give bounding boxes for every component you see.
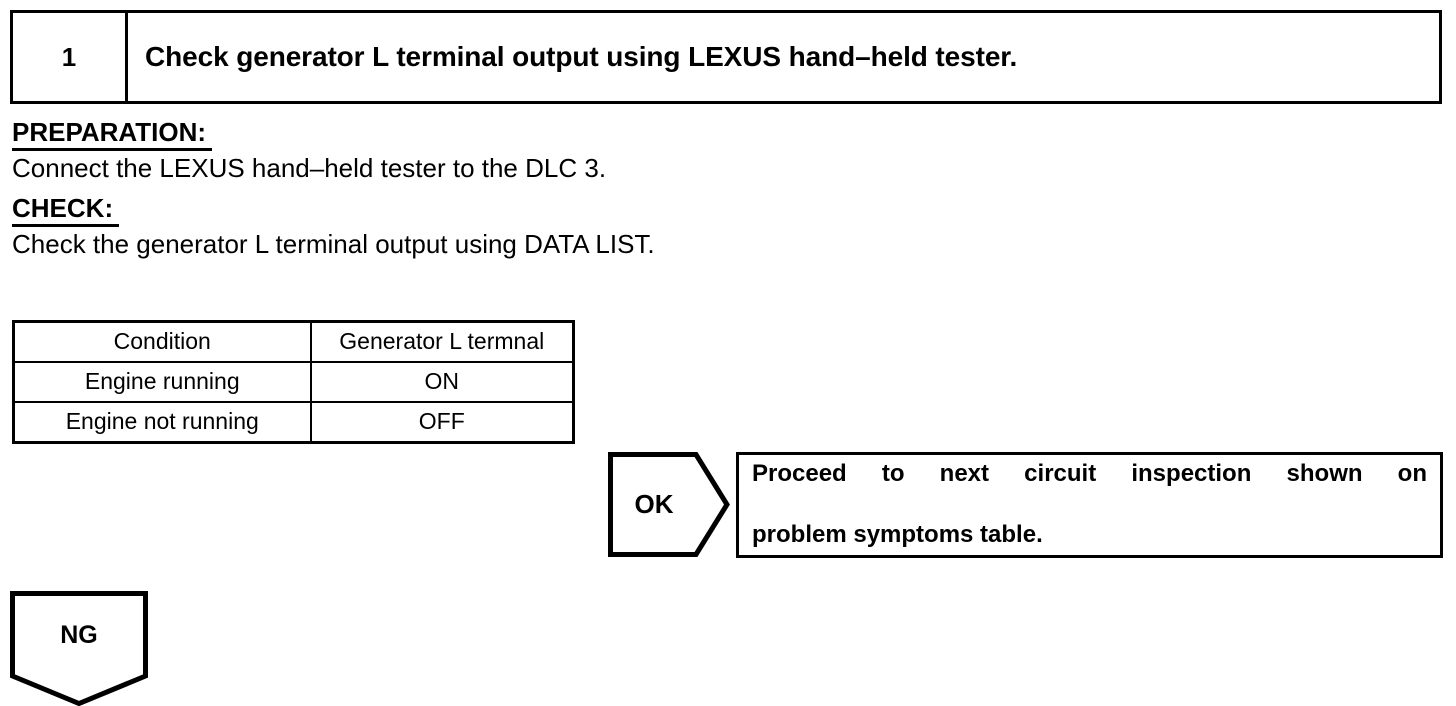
ok-arrow-marker: OK <box>608 452 730 557</box>
ok-result-line-1: Proceed to next circuit inspection shown… <box>752 459 1427 487</box>
ok-label: OK <box>634 489 674 519</box>
ng-down-arrow-icon <box>10 591 148 706</box>
check-label: CHECK: <box>12 194 120 228</box>
table-row: Engine not running OFF <box>12 401 575 444</box>
table-header-row: Condition Generator L termnal <box>12 320 575 363</box>
table-header-generator-l-terminal: Generator L termnal <box>309 320 575 363</box>
table-cell-condition: Engine not running <box>12 401 312 444</box>
preparation-label: PREPARATION: <box>12 117 213 152</box>
step-header: 1 Check generator L terminal output usin… <box>10 10 1442 104</box>
step-title: Check generator L terminal output using … <box>145 40 1018 72</box>
step-number-cell: 1 <box>13 13 128 101</box>
ok-result-line-2: problem symptoms table. <box>752 521 1043 549</box>
table-cell-condition: Engine running <box>12 361 312 403</box>
ok-result-box: Proceed to next circuit inspection shown… <box>736 452 1443 558</box>
step-title-cell: Check generator L terminal output using … <box>128 13 1439 101</box>
ok-result-text: Proceed to next circuit inspection shown… <box>739 459 1440 551</box>
preparation-text: Connect the LEXUS hand–held tester to th… <box>12 153 607 184</box>
ng-arrow-marker: NG <box>10 591 148 706</box>
ok-arrow-icon <box>608 452 730 557</box>
table-header-condition: Condition <box>12 320 312 363</box>
table-row: Engine running ON <box>12 361 575 403</box>
table-cell-value: OFF <box>309 401 575 444</box>
procedure-block: PREPARATION: Connect the LEXUS hand–held… <box>12 117 1012 270</box>
check-text: Check the generator L terminal output us… <box>12 229 655 260</box>
spec-table: Condition Generator L termnal Engine run… <box>12 320 575 444</box>
step-number: 1 <box>61 42 77 72</box>
table-cell-value: ON <box>309 361 575 403</box>
ng-label: NG <box>60 620 98 649</box>
